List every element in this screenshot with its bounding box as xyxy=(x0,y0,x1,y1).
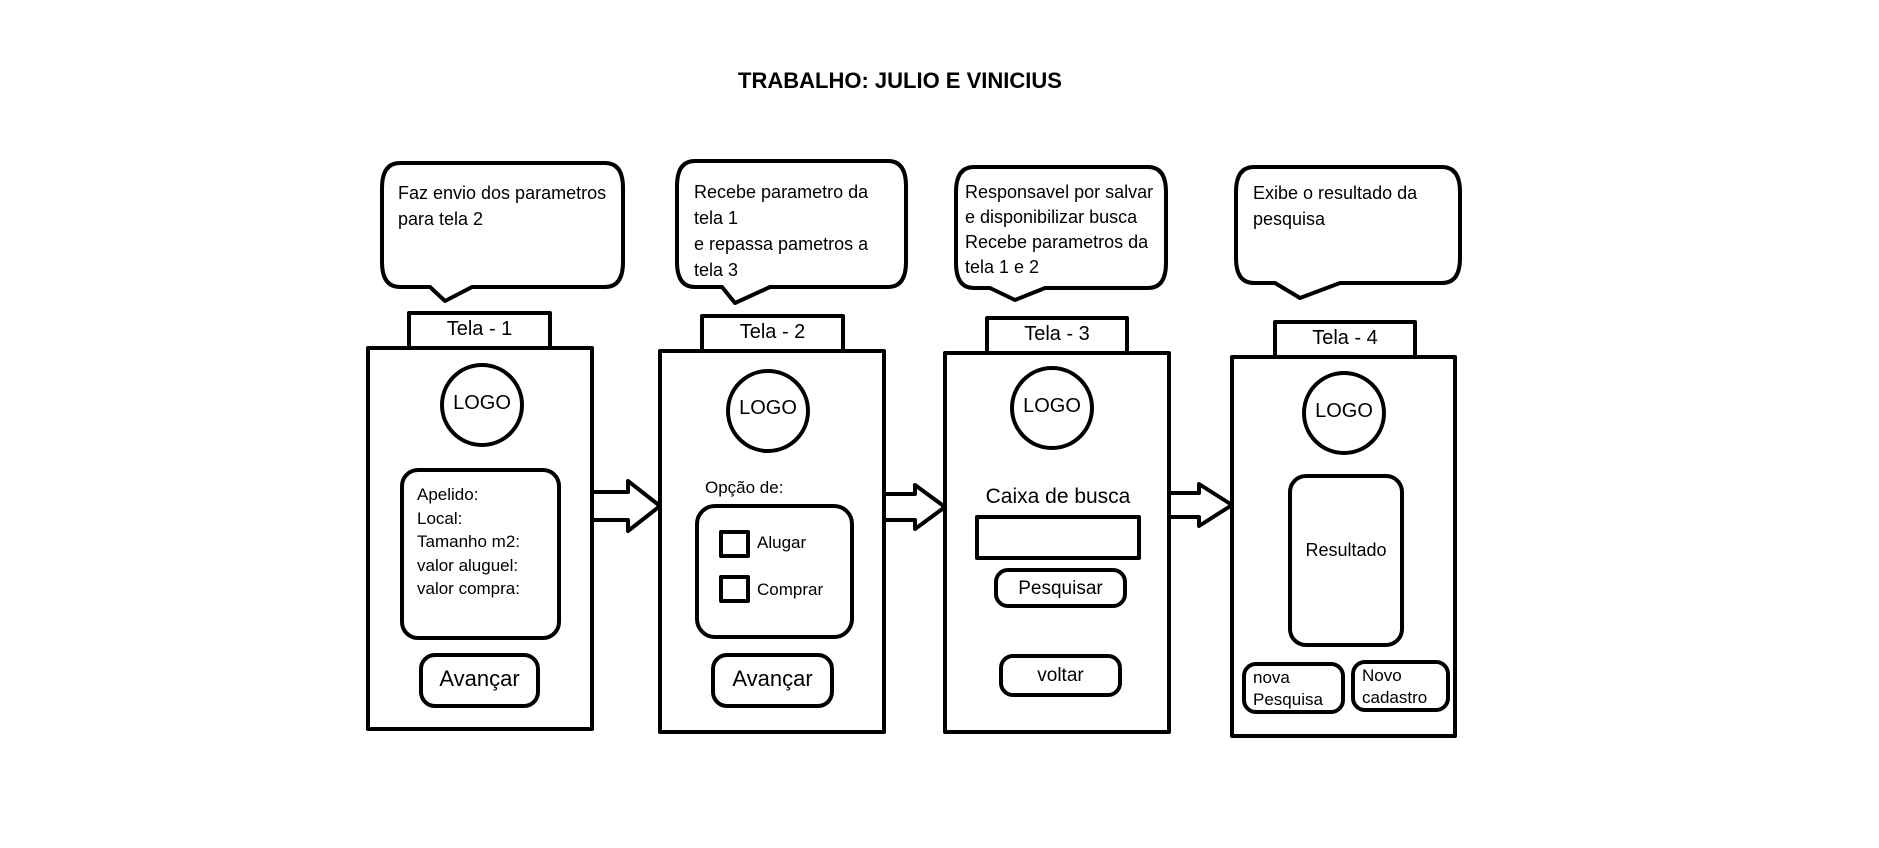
bubble-text-1: Faz envio dos parametros para tela 2 xyxy=(398,183,607,229)
advance-button-2[interactable]: Avançar xyxy=(732,666,813,691)
bubble-text-3: Responsavel por salvar e disponibilizar … xyxy=(965,182,1154,277)
logo-label-3: LOGO xyxy=(1023,395,1081,417)
diagram-title: TRABALHO: JULIO E VINICIUS xyxy=(738,68,1062,93)
tab-label-4: Tela - 4 xyxy=(1312,327,1378,349)
screen-frame-3 xyxy=(943,351,1171,734)
option-comprar-label[interactable]: Comprar xyxy=(757,580,824,599)
new-search-button[interactable]: nova Pesquisa xyxy=(1253,668,1323,709)
speech-bubble-3 xyxy=(954,165,1168,302)
result-label: Resultado xyxy=(1305,540,1387,560)
field-local: Local: xyxy=(417,508,463,528)
new-search-button-shape xyxy=(1242,662,1345,714)
logo-label-4: LOGO xyxy=(1315,400,1373,422)
search-input-box xyxy=(975,515,1141,560)
logo-circle-3 xyxy=(1010,366,1094,450)
arrow-3-to-4 xyxy=(1167,482,1234,528)
logo-circle-4 xyxy=(1302,371,1386,455)
field-tamanho: Tamanho m2: xyxy=(417,532,520,551)
checkbox-alugar xyxy=(719,530,750,558)
new-register-button[interactable]: Novo cadastro xyxy=(1362,666,1428,707)
field-apelido: Apelido: xyxy=(417,485,479,504)
option-alugar-label[interactable]: Alugar xyxy=(757,533,807,552)
search-label: Caixa de busca xyxy=(985,485,1131,508)
back-button[interactable]: voltar xyxy=(1037,665,1084,686)
back-button-shape xyxy=(999,654,1122,697)
tab-label-1: Tela - 1 xyxy=(446,318,513,340)
search-button[interactable]: Pesquisar xyxy=(1018,578,1103,599)
logo-label-1: LOGO xyxy=(453,392,511,414)
field-valor-compra: valor compra: xyxy=(417,579,520,598)
logo-label-2: LOGO xyxy=(739,397,797,419)
speech-bubble-1 xyxy=(380,161,625,303)
logo-circle-1 xyxy=(440,363,524,447)
tab-label-2: Tela - 2 xyxy=(739,321,806,343)
search-input[interactable] xyxy=(977,517,1139,558)
advance-button-1[interactable]: Avançar xyxy=(439,666,520,691)
screen-frame-2 xyxy=(658,349,886,734)
logo-circle-2 xyxy=(726,369,810,453)
search-button-shape xyxy=(994,568,1127,608)
new-register-button-shape xyxy=(1351,660,1450,712)
bubble-text-4: Exibe o resultado da pesquisa xyxy=(1253,183,1418,229)
fields-box-1 xyxy=(400,468,561,640)
screen-frame-4 xyxy=(1230,355,1457,738)
tab-label-3: Tela - 3 xyxy=(1024,323,1090,345)
arrow-1-to-2 xyxy=(590,479,662,533)
bubble-text-2: Recebe parametro da tela 1 e repassa pam… xyxy=(694,182,869,280)
arrow-2-to-3 xyxy=(882,483,947,531)
speech-bubble-4 xyxy=(1234,165,1462,300)
screen-frame-1 xyxy=(366,346,594,731)
options-box-2 xyxy=(695,504,854,639)
result-box xyxy=(1288,474,1404,647)
field-valor-aluguel: valor aluguel: xyxy=(417,555,519,575)
option-label: Opção de: xyxy=(705,478,784,497)
advance-button-2-shape xyxy=(711,653,834,708)
speech-bubble-2 xyxy=(675,159,908,305)
checkbox-comprar xyxy=(719,575,750,603)
advance-button-1-shape xyxy=(419,653,540,708)
fields-list-1: Apelido: Local: Tamanho m2: valor alugue… xyxy=(417,483,520,601)
